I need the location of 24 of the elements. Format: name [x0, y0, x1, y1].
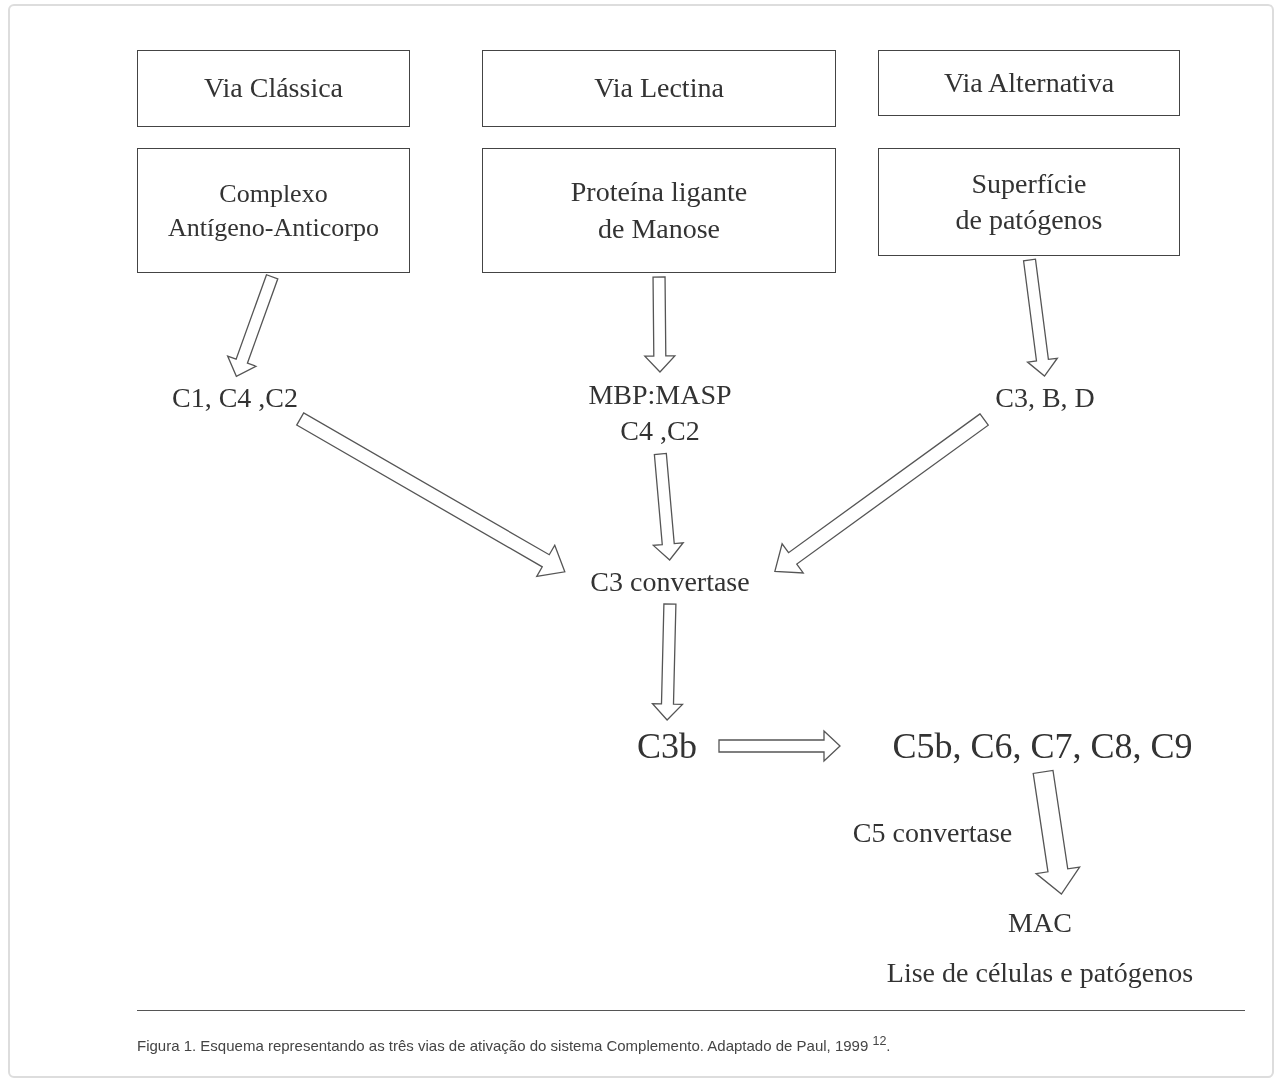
process-box: Via Alternativa	[878, 50, 1180, 116]
process-box: Proteína ligante de Manose	[482, 148, 836, 273]
block-arrow	[774, 412, 990, 574]
step-text: C5b, C6, C7, C8, C9	[850, 724, 1235, 768]
block-arrow	[643, 276, 677, 373]
step-text: C1, C4 ,C2	[160, 380, 310, 416]
block-arrow	[295, 412, 566, 578]
figure-caption: Figura 1. Esquema representando as três vias de ativação do sistema Complemento. Adaptado de Paul, 1999 $^{12}$.	[137, 1034, 891, 1054]
result-text: Lise de células e patógenos	[886, 956, 1194, 990]
step-text: C3 convertase	[570, 564, 770, 600]
step-text: C3, B, D	[975, 380, 1115, 416]
step-text: C3b	[625, 724, 709, 768]
process-box: Complexo Antígeno-Anticorpo	[137, 148, 410, 273]
block-arrow	[718, 729, 841, 763]
process-box: Via Clássica	[137, 50, 410, 127]
block-arrow	[651, 452, 685, 561]
block-arrow	[1032, 769, 1081, 895]
step-text: MAC	[1008, 905, 1072, 940]
block-arrow	[1022, 258, 1059, 377]
process-box: Superfície de patógenos	[878, 148, 1180, 256]
step-text: MBP:MASP C4 ,C2	[575, 376, 745, 450]
block-arrow	[651, 603, 684, 721]
block-arrow	[226, 273, 279, 378]
process-box: Via Lectina	[482, 50, 836, 127]
